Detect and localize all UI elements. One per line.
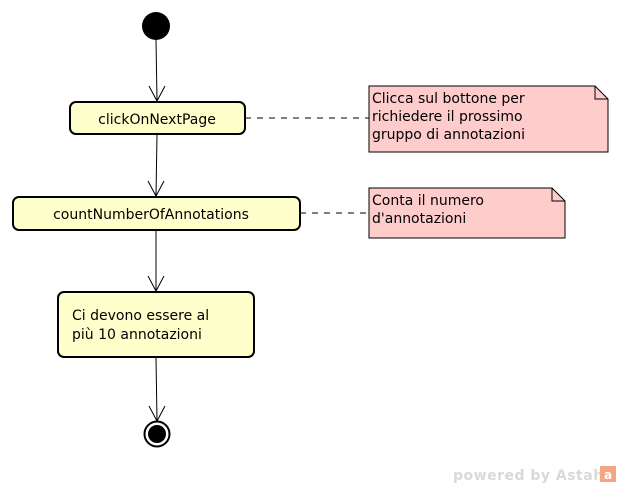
note-shape	[368, 85, 609, 153]
astah-logo-letter: a	[604, 468, 612, 482]
action-label-line-1: Ci devono essere al	[72, 308, 209, 324]
astah-watermark: powered by Astah a	[453, 466, 616, 484]
note-line-2: d'annotazioni	[372, 211, 466, 227]
action-node-box	[57, 291, 255, 358]
note-line-1: Clicca sul bottone per	[372, 91, 525, 107]
control-flow-click-to-count	[147, 133, 165, 198]
note-line-1: Conta il numero	[372, 193, 484, 209]
action-label: clickOnNextPage	[98, 112, 216, 128]
watermark-text: powered by Astah	[453, 468, 604, 484]
action-label-line-2: più 10 annotazioni	[72, 327, 202, 343]
note-fold	[594, 86, 608, 100]
note-line-2: richiedere il prossimo	[372, 109, 523, 125]
astah-logo-icon	[600, 466, 616, 482]
final-node	[143, 420, 171, 448]
action-click-on-next-page[interactable]: clickOnNextPage	[69, 101, 246, 135]
action-node-box	[12, 196, 301, 231]
control-flow-check-to-end	[148, 356, 166, 423]
note-line-3: gruppo di annotazioni	[372, 127, 525, 143]
action-label: countNumberOfAnnotations	[53, 207, 249, 223]
action-check-max-annotations[interactable]: Ci devono essere al più 10 annotazioni	[57, 291, 255, 358]
note-fold	[551, 188, 565, 202]
note-click-description: Clicca sul bottone per richiedere il pro…	[368, 85, 609, 153]
note-shape	[368, 187, 566, 239]
action-count-number-of-annotations[interactable]: countNumberOfAnnotations	[12, 196, 301, 231]
action-node-box	[69, 101, 246, 135]
control-flow-count-to-check	[147, 230, 165, 293]
control-flow-start-to-click	[148, 39, 166, 103]
note-count-description: Conta il numero d'annotazioni	[368, 187, 566, 239]
initial-node	[142, 12, 170, 40]
